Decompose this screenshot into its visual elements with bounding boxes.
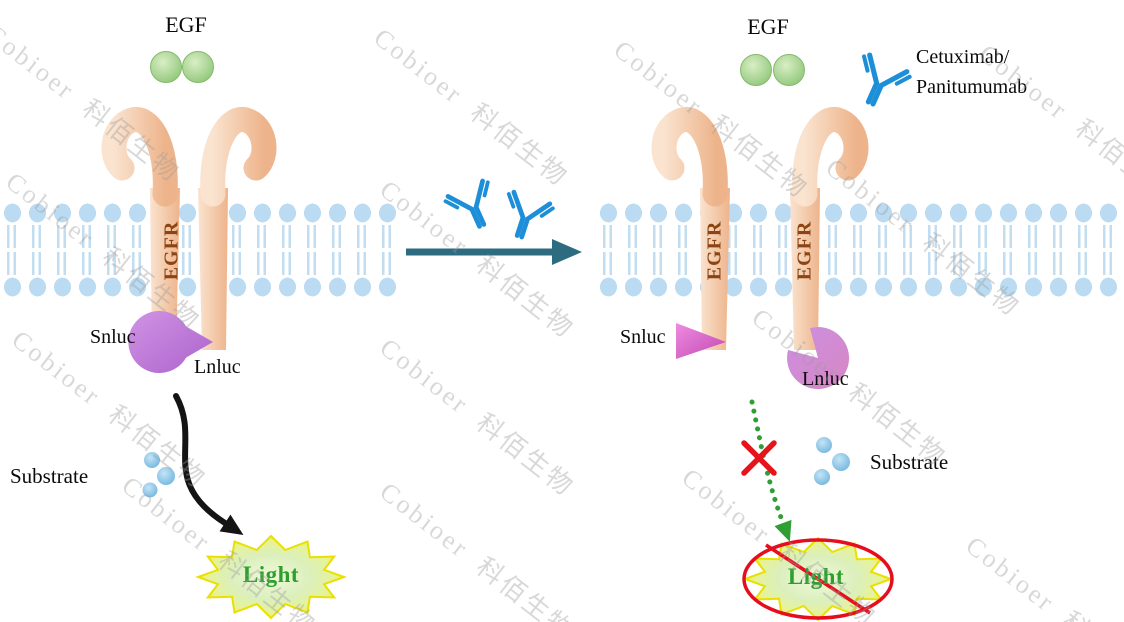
cell-membrane-right [596,200,1124,300]
substrate-molecules-icon-right [814,437,850,485]
red-x-icon [741,440,777,476]
watermark-text: Cobioer 科佰生物 [368,22,575,193]
watermark-text: Cobioer 科佰生物 [374,476,581,622]
cetuximab-label-line1: Cetuximab/ [916,46,1010,68]
egfr-label-left: EGFR [160,220,183,281]
signal-arrow-icon-left [173,393,244,535]
lnluc-fragment-icon-left [128,311,214,373]
lnluc-label-right: Lnluc [802,368,849,390]
lipid-tails-top [599,225,1121,248]
snluc-fragment-icon-right [676,323,726,359]
transition-arrow-icon [406,239,582,265]
prohibition-circle-icon [742,538,894,620]
lnluc-label-left: Lnluc [194,356,241,378]
egf-ligand-icon-left [150,51,214,83]
substrate-molecules-icon-left [142,452,175,498]
prohibition-slash-icon [765,543,871,615]
light-label-right: Light [787,564,845,589]
cetuximab-label-line2: Panitumumab [916,76,1028,98]
light-burst-right-blocked [742,537,894,621]
egfr-label-right-1: EGFR [703,220,726,281]
egf-ligand-icon-right [740,54,805,86]
snluc-label-left: Snluc [90,326,136,348]
substrate-label-left: Substrate [10,464,89,488]
egf-label-right: EGF [747,14,789,39]
watermark-text: Cobioer 科佰生物 [374,332,581,503]
egf-label-left: EGF [165,12,207,37]
substrate-label-right: Substrate [870,450,949,474]
cetuximab-panitumumab-label: Cetuximab/ Panitumumab [916,42,1027,102]
lipid-heads-bottom [596,274,1124,300]
lipid-heads-top [596,200,1124,226]
snluc-label-right: Snluc [620,326,666,348]
watermark-text: Cobioer 科佰生物 [960,530,1124,622]
lipid-heads-bottom [0,274,400,300]
lipid-tails-bottom [599,252,1121,275]
egfr-label-right-2: EGFR [793,220,816,281]
light-label-left: Light [242,562,300,587]
lnluc-fragment-icon-right [787,327,850,390]
